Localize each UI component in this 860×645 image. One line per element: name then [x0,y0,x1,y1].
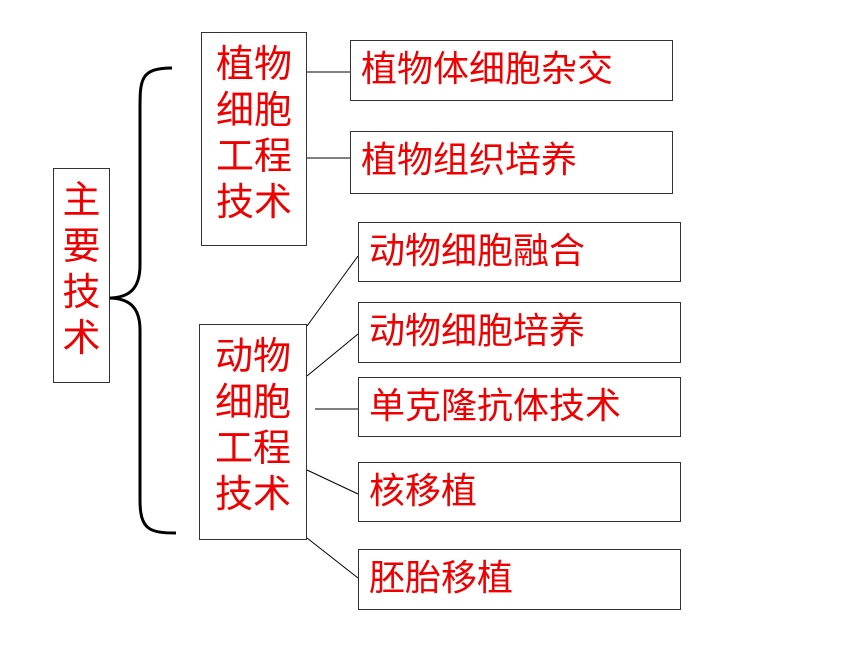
curly-brace [107,66,177,535]
root-node: 主要技术 [53,168,110,383]
animal-item: 动物细胞融合 [358,222,681,282]
animal-item: 胚胎移植 [358,549,681,610]
animal-item: 核移植 [358,462,681,522]
branch-plant-label: 植物细胞工程技术 [215,42,292,224]
connector-animal-4 [306,469,359,495]
animal-item: 动物细胞培养 [358,302,681,363]
connector-animal-2 [306,333,359,377]
plant-item: 植物体细胞杂交 [350,40,673,101]
branch-plant: 植物细胞工程技术 [201,32,307,246]
animal-item: 单克隆抗体技术 [358,377,681,437]
root-label: 主要技术 [62,178,101,360]
plant-item: 植物组织培养 [350,131,673,194]
branch-animal-label: 动物细胞工程技术 [214,334,291,516]
connector-animal-5 [306,537,359,579]
branch-animal: 动物细胞工程技术 [199,324,307,540]
connector-animal-1 [306,255,359,327]
